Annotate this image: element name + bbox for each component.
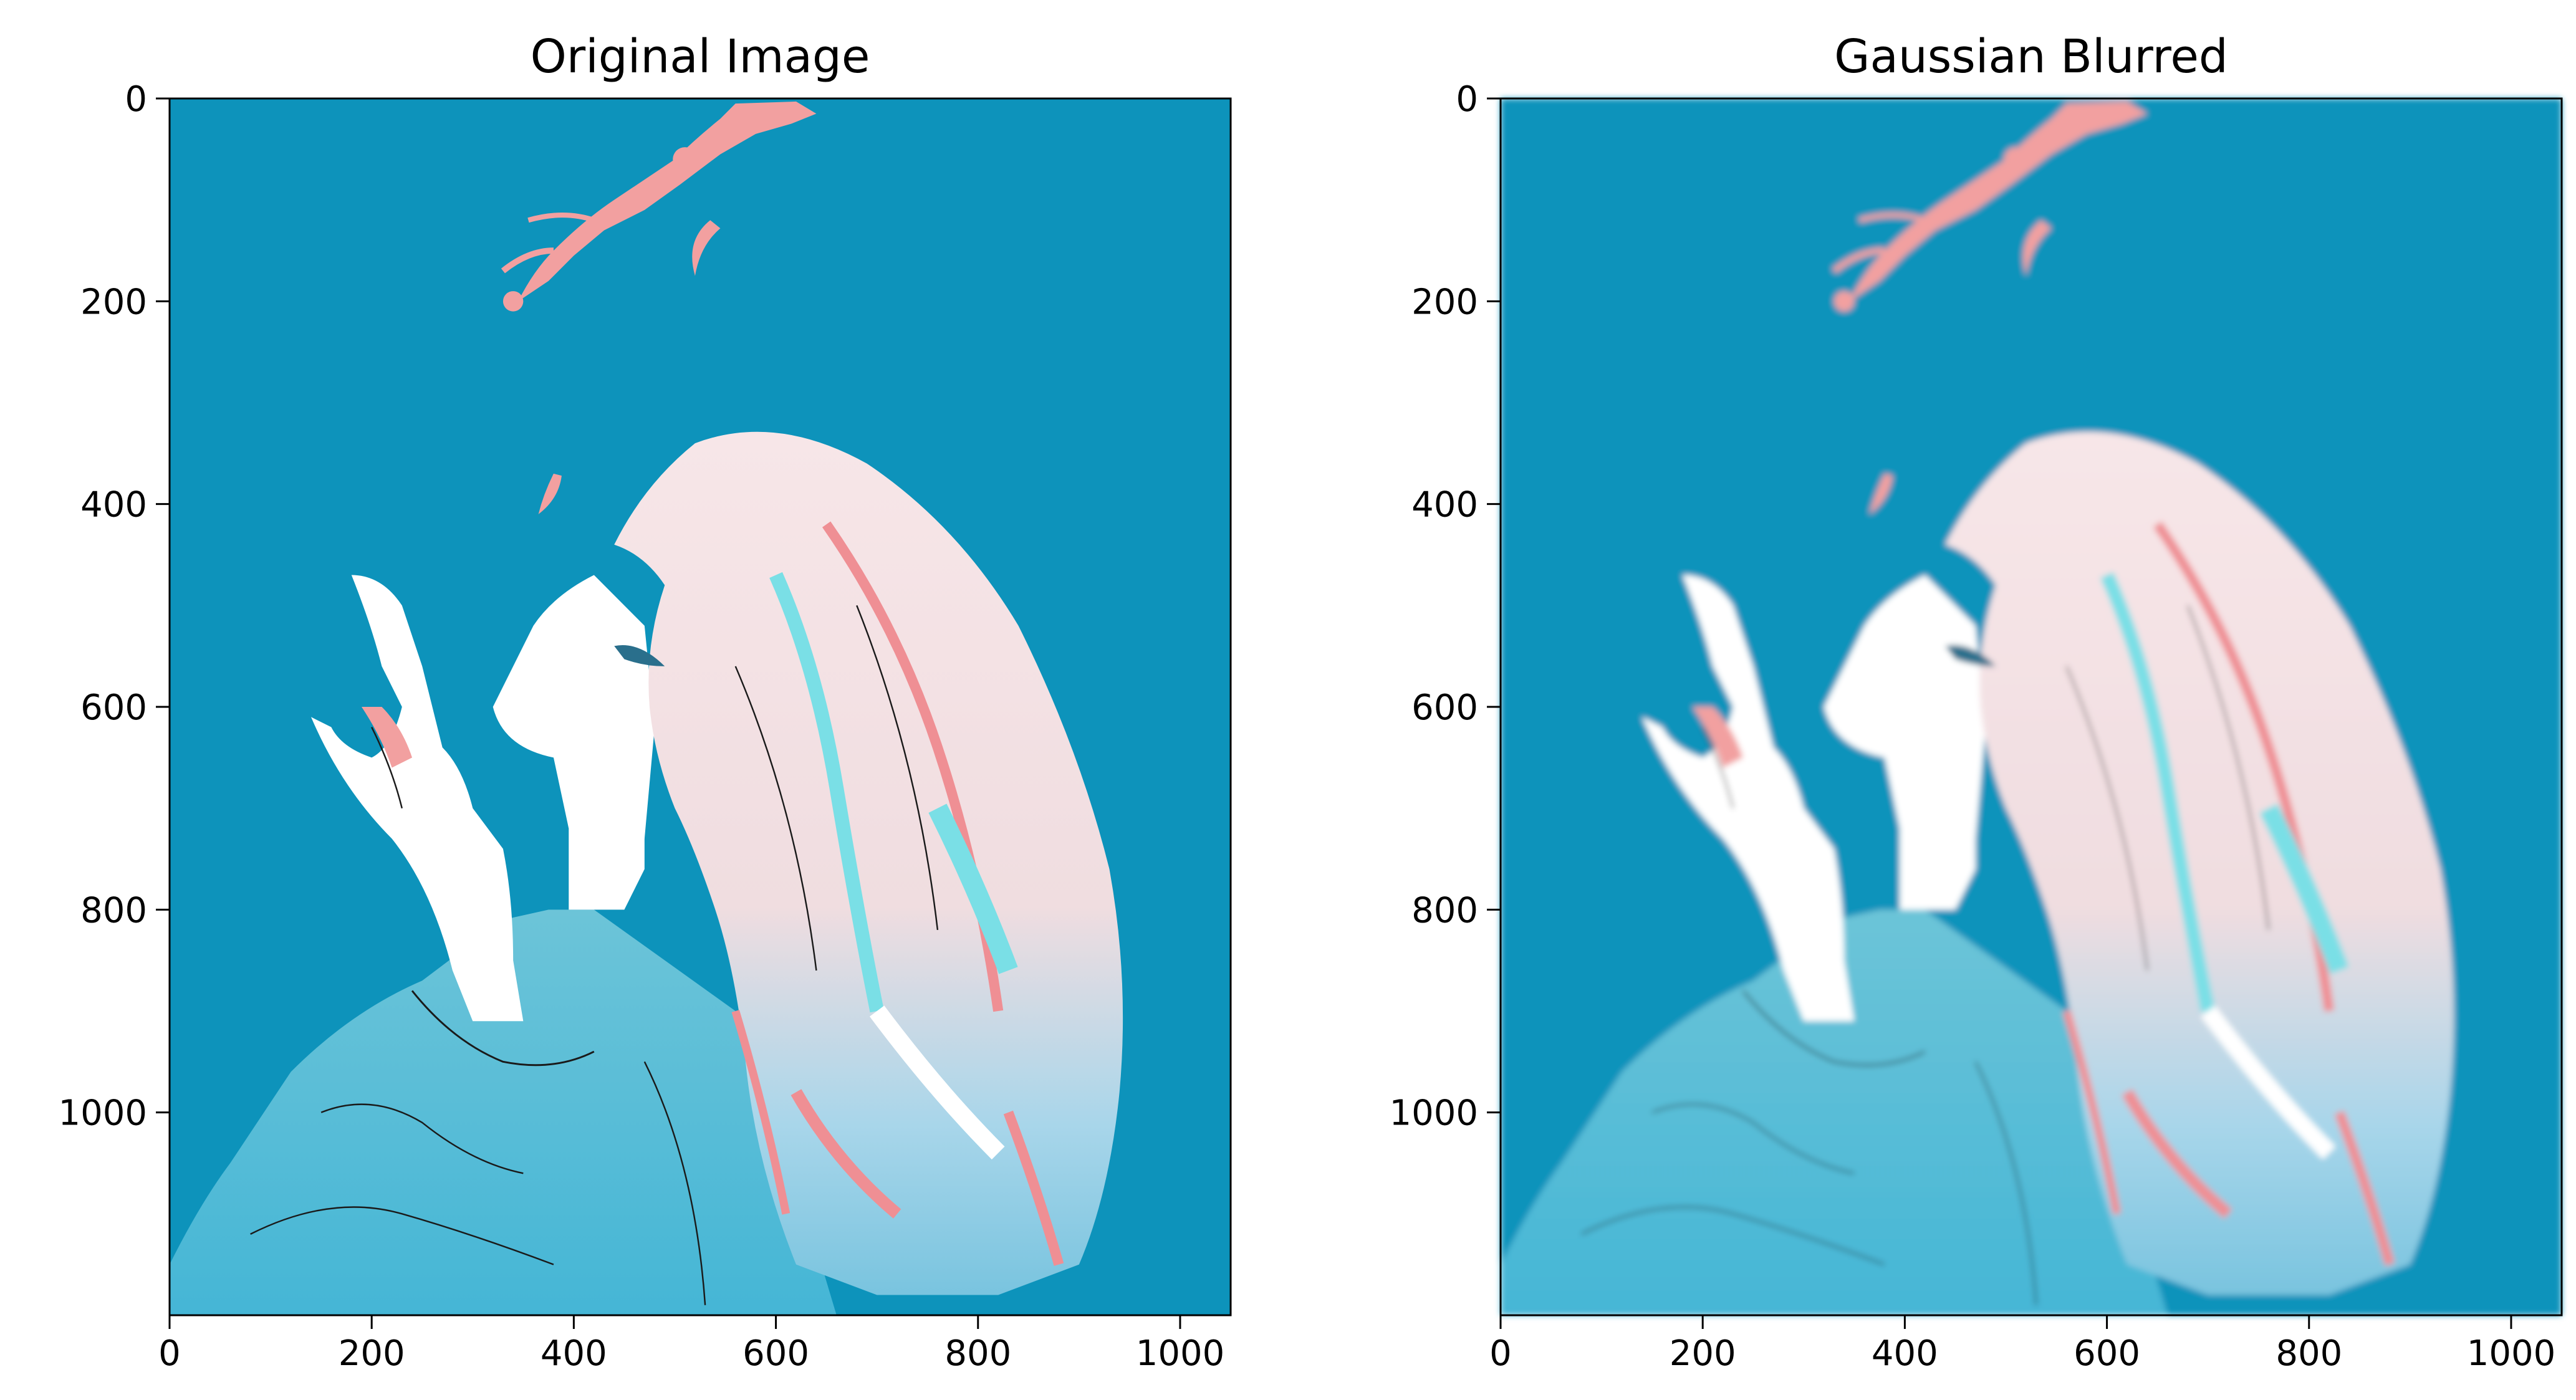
x-tick-label: 800 <box>944 1333 1011 1374</box>
x-tick-label: 1000 <box>2467 1333 2556 1374</box>
y-tick-label: 800 <box>1411 890 1478 931</box>
y-tick-label: 400 <box>1411 485 1478 525</box>
y-tick-label: 1000 <box>58 1093 147 1134</box>
x-tick-label: 1000 <box>1136 1333 1225 1374</box>
x-tick-label: 600 <box>743 1333 809 1374</box>
y-tick-label: 800 <box>80 890 147 931</box>
y-tick-label: 200 <box>80 282 147 322</box>
panel-title: Gaussian Blurred <box>1834 30 2228 84</box>
panel-image <box>1501 98 2562 1315</box>
panel-image <box>170 98 1231 1315</box>
y-tick-label: 200 <box>1411 282 1478 322</box>
y-tick-label: 600 <box>80 688 147 728</box>
panel-original: Original Image 0 200 400 600 800 1000 0 200 400 60… <box>58 30 1231 1374</box>
x-tick-label: 400 <box>1872 1333 1938 1374</box>
x-tick-label: 0 <box>1489 1333 1512 1374</box>
y-tick-label: 0 <box>125 79 147 120</box>
panel-title: Original Image <box>531 30 870 84</box>
x-tick-label: 800 <box>2276 1333 2342 1374</box>
x-tick-label: 400 <box>541 1333 607 1374</box>
panel-blurred: Gaussian Blurred 0 200 400 600 800 1000 0 200 400… <box>1389 30 2562 1374</box>
y-tick-label: 1000 <box>1389 1093 1478 1134</box>
x-tick-label: 0 <box>158 1333 181 1374</box>
y-tick-label: 400 <box>80 485 147 525</box>
x-tick-label: 200 <box>1670 1333 1736 1374</box>
y-tick-label: 600 <box>1411 688 1478 728</box>
x-tick-label: 600 <box>2074 1333 2140 1374</box>
x-tick-label: 200 <box>339 1333 405 1374</box>
y-tick-label: 0 <box>1456 79 1478 120</box>
